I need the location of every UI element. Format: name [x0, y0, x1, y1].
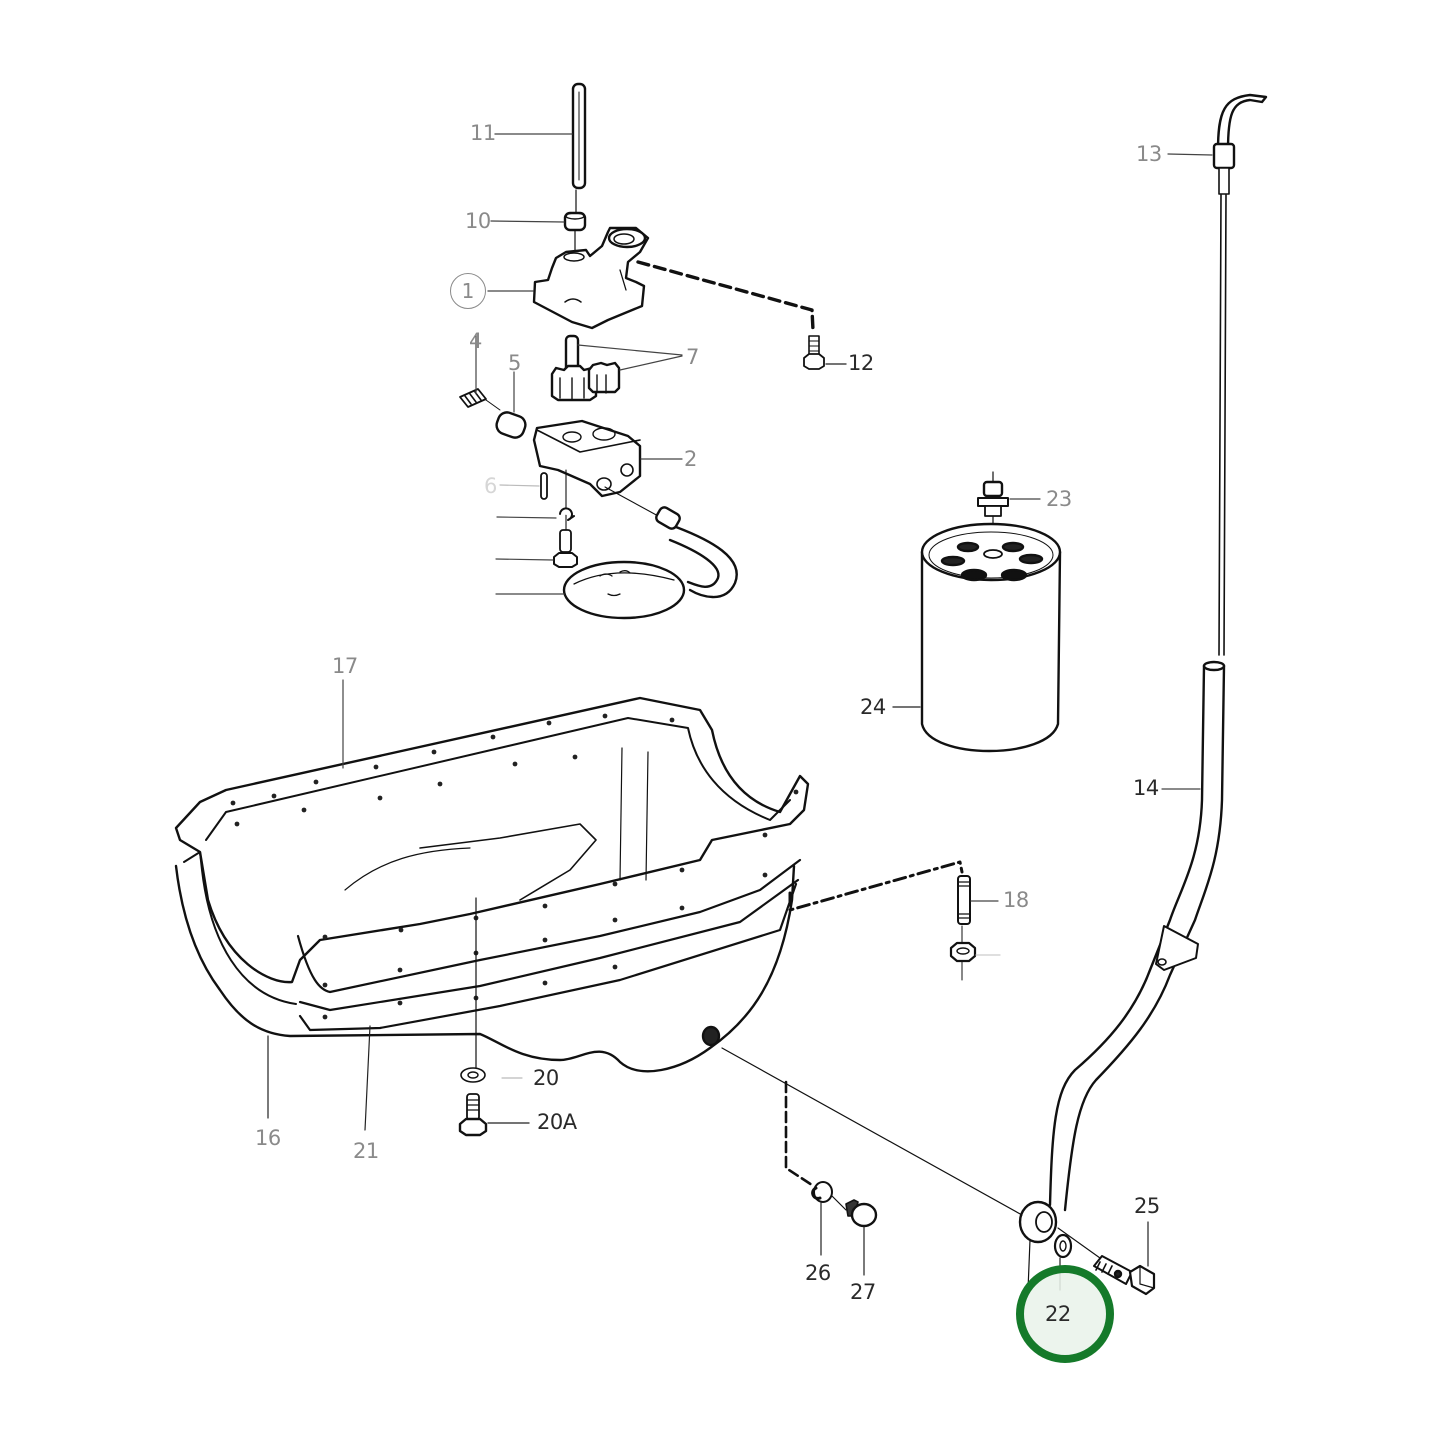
- oil-pump-housing-part-1[interactable]: [532, 226, 650, 330]
- banjo-bolt-part-25[interactable]: [1093, 1255, 1156, 1296]
- drain-washer-part-26[interactable]: [811, 1181, 833, 1203]
- oil-pump-body-part-2[interactable]: [532, 419, 642, 498]
- label-6[interactable]: 6: [484, 474, 497, 498]
- label-22[interactable]: 22: [1045, 1302, 1071, 1326]
- dashed-connector-12: [636, 260, 815, 332]
- label-1-circled[interactable]: 1: [450, 273, 486, 309]
- label-24[interactable]: 24: [860, 695, 886, 719]
- label-16[interactable]: 16: [255, 1126, 281, 1150]
- label-27[interactable]: 27: [850, 1280, 876, 1304]
- label-14[interactable]: 14: [1133, 776, 1159, 800]
- label-18[interactable]: 18: [1003, 888, 1029, 912]
- bushing-part-10[interactable]: [563, 211, 587, 232]
- label-23[interactable]: 23: [1046, 487, 1072, 511]
- oil-strainer[interactable]: [562, 486, 738, 620]
- pin-part-6: [540, 472, 548, 500]
- label-7[interactable]: 7: [686, 345, 699, 369]
- relief-spring-part-4[interactable]: [459, 388, 487, 408]
- label-1: 1: [461, 279, 475, 303]
- label-5[interactable]: 5: [508, 351, 521, 375]
- gasket-bolt-holes: [230, 713, 799, 1020]
- pump-gears-part-7[interactable]: [550, 334, 621, 402]
- oil-pan-part-16[interactable]: [174, 747, 802, 1073]
- label-13[interactable]: 13: [1136, 142, 1162, 166]
- label-10[interactable]: 10: [465, 209, 491, 233]
- stud-part-18[interactable]: [957, 875, 971, 925]
- sealing-washer-part-22[interactable]: [1053, 1233, 1073, 1259]
- label-11[interactable]: 11: [470, 121, 496, 145]
- clip-part-8[interactable]: [559, 507, 575, 521]
- nut-part-19[interactable]: [949, 941, 977, 963]
- oil-filter-part-24[interactable]: [920, 522, 1062, 753]
- highlight-circle-part-22[interactable]: [1016, 1265, 1114, 1363]
- drain-plug-part-27[interactable]: [831, 1195, 878, 1228]
- label-2[interactable]: 2: [684, 447, 697, 471]
- plunger-part-5[interactable]: [494, 410, 528, 440]
- label-4[interactable]: 4: [469, 329, 482, 353]
- label-20[interactable]: 20: [533, 1066, 559, 1090]
- dipstick-tube-part-14[interactable]: [1018, 660, 1226, 1291]
- bolt-part-20A[interactable]: [458, 1093, 488, 1137]
- label-25[interactable]: 25: [1134, 1194, 1160, 1218]
- drive-shaft-part-11[interactable]: [571, 82, 587, 190]
- label-26[interactable]: 26: [805, 1261, 831, 1285]
- label-21[interactable]: 21: [353, 1139, 379, 1163]
- label-17[interactable]: 17: [332, 654, 358, 678]
- bolt-part-9[interactable]: [553, 529, 578, 568]
- dash-dot-connector-18: [788, 860, 964, 912]
- bolt-part-12[interactable]: [803, 335, 825, 370]
- label-12[interactable]: 12: [848, 351, 874, 375]
- filter-nipple-part-23[interactable]: [977, 471, 1009, 517]
- washer-part-20[interactable]: [460, 1067, 486, 1083]
- dipstick-part-13[interactable]: [1212, 93, 1268, 656]
- label-20A[interactable]: 20A: [537, 1110, 577, 1134]
